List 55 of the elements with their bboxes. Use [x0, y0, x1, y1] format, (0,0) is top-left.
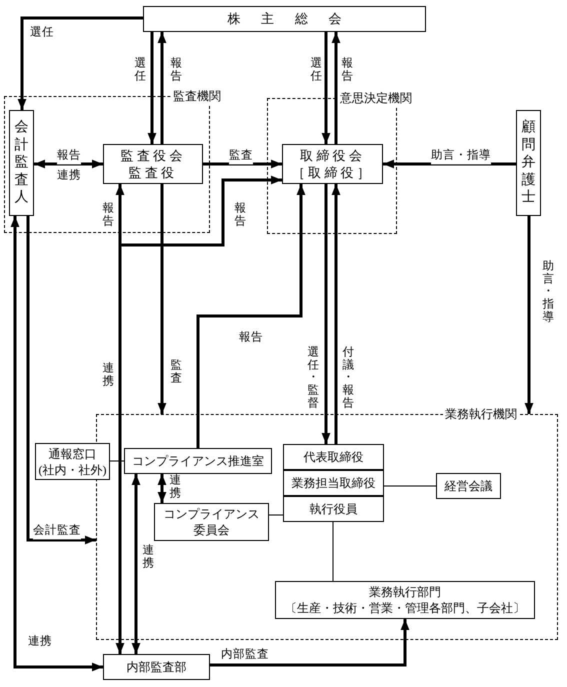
- edge-label: 監査: [229, 147, 253, 165]
- arrow: [34, 160, 103, 168]
- group-label: 業務執行機関: [443, 406, 519, 422]
- arrow: [322, 32, 330, 144]
- edge-label: 報告: [234, 202, 246, 228]
- process-box: 経営会議: [436, 473, 501, 499]
- arrow: [158, 184, 166, 414]
- arrow: [132, 474, 140, 654]
- arrow: [158, 474, 166, 503]
- arrow: [524, 216, 534, 414]
- edge-label: 報告: [170, 57, 182, 83]
- edge-label: 選任: [310, 57, 322, 83]
- edge-label: 連携: [102, 362, 114, 388]
- vertical-box: 会計監査人: [9, 110, 34, 216]
- edge-label: 連携: [169, 474, 181, 500]
- process-box: 内部監査部: [103, 654, 210, 680]
- arrow: [322, 184, 330, 444]
- edge-label: 監査: [170, 359, 182, 385]
- arrow: [158, 32, 166, 144]
- process-box: 株主総会: [143, 6, 426, 32]
- edge-label: 付議・報告: [342, 346, 354, 410]
- arrow: [203, 160, 282, 168]
- process-box: 代表取締役: [283, 444, 384, 470]
- process-box: 業務担当取締役: [283, 470, 384, 496]
- edge-label: 報告: [341, 57, 353, 83]
- process-box: 通報窓口 (社内・社外): [35, 443, 110, 480]
- process-box: 業務執行部門 〔生産・技術・営業・管理各部門、子会社〕: [275, 581, 535, 619]
- edge-label: 選任・監督: [307, 346, 319, 410]
- arrow: [196, 184, 306, 448]
- edge-label: 助言・指導: [431, 147, 491, 165]
- arrow: [332, 184, 340, 444]
- arrow: [148, 32, 156, 144]
- process-box: 取締役会 ［取締役］: [282, 144, 383, 184]
- process-box: 監査役会 監査役: [103, 144, 203, 184]
- arrow: [18, 16, 143, 110]
- arrow: [210, 619, 410, 666]
- edge-label: 助言・指導: [542, 260, 554, 324]
- process-box: コンプライアンス委員会: [154, 503, 269, 541]
- arrow: [332, 32, 340, 144]
- connector-line: [332, 522, 334, 582]
- edge-label: 報告: [57, 147, 81, 165]
- process-box: 執行役員: [283, 496, 384, 522]
- connector-line: [268, 514, 284, 516]
- connector-line: [110, 460, 124, 462]
- edge-label: 選任: [134, 57, 146, 83]
- arrow: [10, 216, 103, 672]
- edge-label: 会計監査: [33, 522, 81, 540]
- edge-label: 連携: [142, 544, 154, 570]
- group-label: 意思決定機関: [338, 90, 414, 106]
- vertical-box: 顧問弁護士: [516, 110, 541, 216]
- arrow: [383, 160, 516, 168]
- process-box: コンプライアンス推進室: [124, 448, 272, 474]
- text-label: 報告: [102, 202, 114, 228]
- arrow: [26, 216, 96, 544]
- group-label: 監査機関: [171, 88, 223, 104]
